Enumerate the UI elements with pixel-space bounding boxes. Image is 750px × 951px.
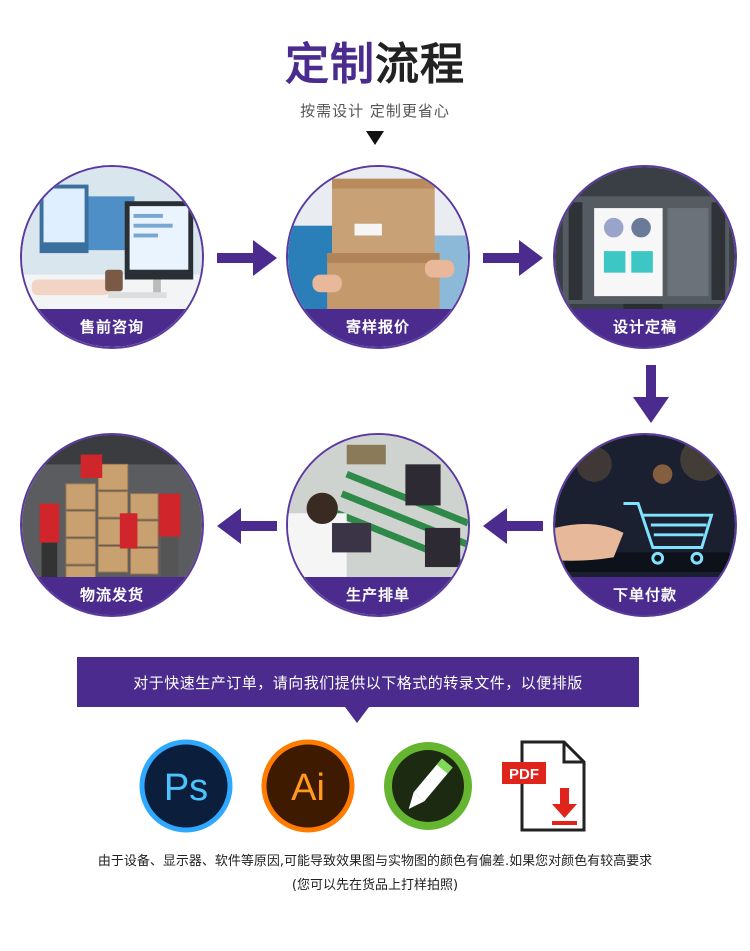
- step-label: 物流发货: [22, 577, 202, 615]
- step-label: 下单付款: [555, 577, 735, 615]
- illustrator-icon: Ai: [261, 739, 355, 833]
- photoshop-icon: Ps: [139, 739, 233, 833]
- step-design-finalize: 设计定稿: [553, 165, 737, 349]
- title-highlight: 定制: [285, 39, 375, 90]
- sample-note: (您可以先在货品上打样拍照): [291, 878, 459, 893]
- pdf-label: PDF: [509, 766, 539, 783]
- illustrator-label: Ai: [291, 767, 325, 809]
- photoshop-label: Ps: [164, 767, 208, 809]
- step-consultation: 售前咨询: [20, 165, 204, 349]
- step-sample-quote: 寄样报价: [286, 165, 470, 349]
- arrow-right-icon: [217, 240, 277, 276]
- color-disclaimer: 由于设备、显示器、软件等原因,可能导致效果图与实物图的颜色有偏差.如果您对颜色有…: [97, 854, 653, 869]
- pdf-download-icon: PDF: [502, 740, 586, 832]
- step-label: 售前咨询: [22, 309, 202, 347]
- step-label: 寄样报价: [288, 309, 468, 347]
- arrow-right-icon: [483, 240, 543, 276]
- subtitle: 按需设计 定制更省心: [300, 102, 450, 120]
- page-title: 定制流程: [0, 28, 750, 92]
- coreldraw-icon: [384, 742, 472, 830]
- arrow-left-icon: [217, 508, 277, 544]
- step-logistics-shipping: 物流发货: [20, 433, 204, 617]
- step-label: 设计定稿: [555, 309, 735, 347]
- step-production-schedule: 生产排单: [286, 433, 470, 617]
- arrow-left-icon: [483, 508, 543, 544]
- down-triangle-icon: [366, 131, 384, 145]
- title-rest: 流程: [375, 39, 465, 90]
- step-label: 生产排单: [288, 577, 468, 615]
- arrow-down-icon: [633, 365, 669, 423]
- file-format-banner: 对于快速生产订单，请向我们提供以下格式的转录文件，以便排版: [77, 657, 639, 707]
- banner-pointer-icon: [345, 707, 369, 723]
- step-order-payment: 下单付款: [553, 433, 737, 617]
